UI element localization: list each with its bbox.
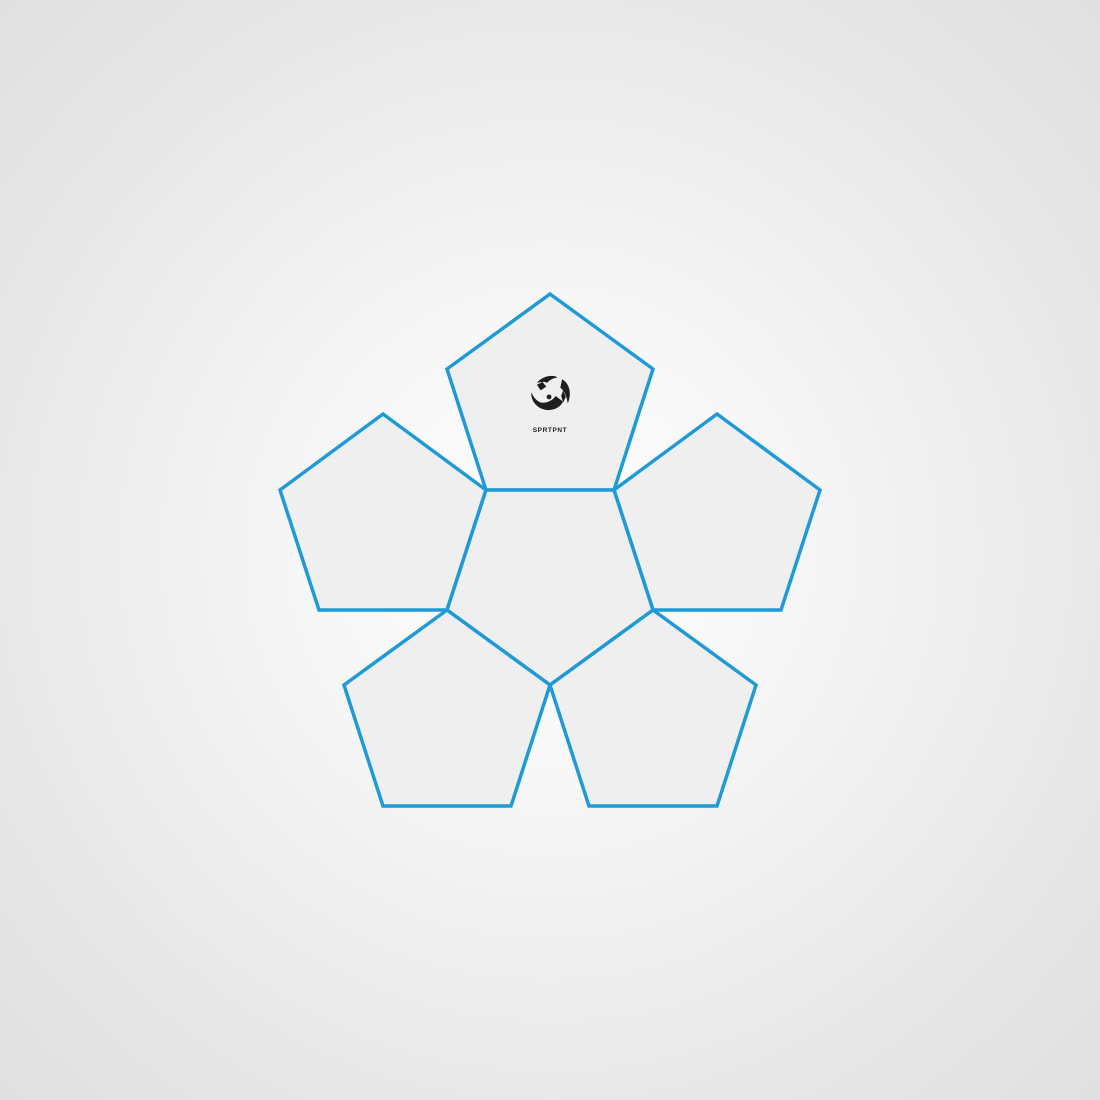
brand-mark-bottom-shape xyxy=(531,392,564,411)
brand-mark-top-shape xyxy=(536,375,558,383)
pentagon-upper-right xyxy=(611,411,823,612)
brand-name: SPRTPNT xyxy=(532,427,568,434)
brand-mark-notch-shape xyxy=(561,390,566,403)
brand-mark-left-shape xyxy=(536,382,547,391)
brand-logo: SPRTPNT xyxy=(520,368,580,435)
brand-mark-dot xyxy=(546,394,552,400)
pentagon-upper-left xyxy=(277,411,489,612)
brand-mark-right-shape xyxy=(560,379,570,404)
brand-mark-icon xyxy=(531,375,570,411)
pentagon-lower-right xyxy=(547,607,759,808)
pentagon-lower-left xyxy=(341,607,553,808)
